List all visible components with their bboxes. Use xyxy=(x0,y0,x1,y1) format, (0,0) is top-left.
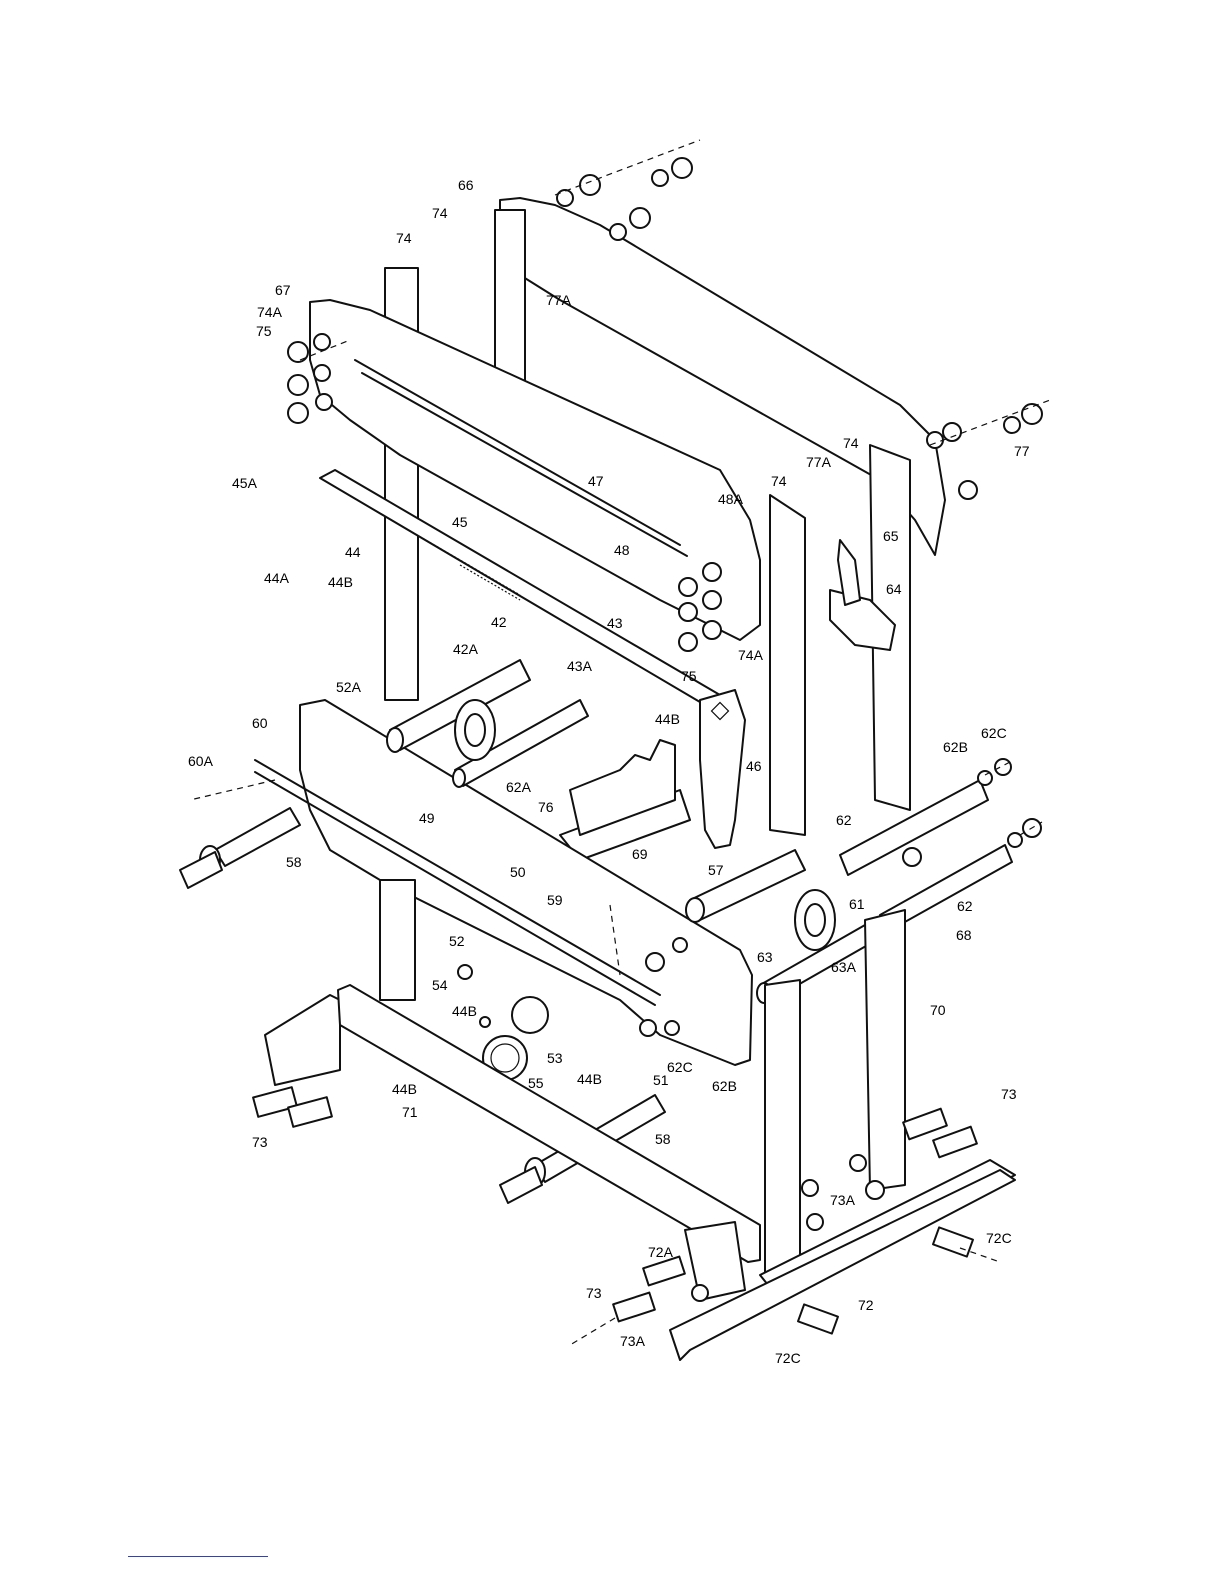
callout-44B-5: 44B xyxy=(392,1081,417,1097)
callout-62A: 62A xyxy=(506,779,532,795)
callout-55: 55 xyxy=(528,1075,544,1091)
callout-59: 59 xyxy=(547,892,563,908)
callout-50: 50 xyxy=(510,864,526,880)
callout-47: 47 xyxy=(588,473,604,489)
callout-66: 66 xyxy=(458,177,474,193)
callout-74b: 74 xyxy=(396,230,412,246)
callout-67: 67 xyxy=(275,282,291,298)
callout-52: 52 xyxy=(449,933,465,949)
callout-74a: 74 xyxy=(432,205,448,221)
callout-53: 53 xyxy=(547,1050,563,1066)
callout-72C-1: 72C xyxy=(986,1230,1012,1246)
callout-75-2: 75 xyxy=(681,668,697,684)
callout-69: 69 xyxy=(632,846,648,862)
callout-62-2: 62 xyxy=(957,898,973,914)
bottom-rail-72 xyxy=(670,1160,1015,1360)
callout-61: 61 xyxy=(849,896,865,912)
lever-46 xyxy=(700,690,745,848)
callout-68: 68 xyxy=(956,927,972,943)
axle-58-upper xyxy=(180,808,300,888)
callout-45: 45 xyxy=(452,514,468,530)
callout-74A-2: 74A xyxy=(738,647,764,663)
callout-44B-2: 44B xyxy=(655,711,680,727)
callout-73A-1: 73A xyxy=(830,1192,856,1208)
callout-72A: 72A xyxy=(648,1244,674,1260)
callout-71: 71 xyxy=(402,1104,418,1120)
callout-58-1: 58 xyxy=(286,854,302,870)
callout-72: 72 xyxy=(858,1297,874,1313)
callout-64: 64 xyxy=(886,581,902,597)
callout-44B-1: 44B xyxy=(328,574,353,590)
callout-44B-3: 44B xyxy=(452,1003,477,1019)
callout-46: 46 xyxy=(746,758,762,774)
callout-43: 43 xyxy=(607,615,623,631)
callout-65: 65 xyxy=(883,528,899,544)
footer-rule xyxy=(128,1556,268,1557)
callout-73-2: 73 xyxy=(1001,1086,1017,1102)
callout-74d: 74 xyxy=(771,473,787,489)
callout-74c: 74 xyxy=(843,435,859,451)
callout-48: 48 xyxy=(614,542,630,558)
callout-49: 49 xyxy=(419,810,435,826)
callout-44A: 44A xyxy=(264,570,290,586)
callout-77: 77 xyxy=(1014,443,1030,459)
callout-60A: 60A xyxy=(188,753,214,769)
callout-42: 42 xyxy=(491,614,507,630)
callout-44: 44 xyxy=(345,544,361,560)
callout-72C-2: 72C xyxy=(775,1350,801,1366)
callout-62B-1: 62B xyxy=(943,739,968,755)
callout-77A-1: 77A xyxy=(546,292,572,308)
callout-74A-1: 74A xyxy=(257,304,283,320)
callout-63A: 63A xyxy=(831,959,857,975)
callout-52A: 52A xyxy=(336,679,362,695)
callout-62C-2: 62C xyxy=(667,1059,693,1075)
callout-45A: 45A xyxy=(232,475,258,491)
callout-42A: 42A xyxy=(453,641,479,657)
callout-62-1: 62 xyxy=(836,812,852,828)
callout-44B-4: 44B xyxy=(577,1071,602,1087)
callout-60: 60 xyxy=(252,715,268,731)
callout-76: 76 xyxy=(538,799,554,815)
callout-62C-1: 62C xyxy=(981,725,1007,741)
callout-48A: 48A xyxy=(718,491,744,507)
callout-73-1: 73 xyxy=(252,1134,268,1150)
callout-73-3: 73 xyxy=(586,1285,602,1301)
callout-62B-2: 62B xyxy=(712,1078,737,1094)
callout-54: 54 xyxy=(432,977,448,993)
block-76 xyxy=(560,740,690,860)
callout-77A-2: 77A xyxy=(806,454,832,470)
callout-43A: 43A xyxy=(567,658,593,674)
callout-70: 70 xyxy=(930,1002,946,1018)
callout-57: 57 xyxy=(708,862,724,878)
callout-63: 63 xyxy=(757,949,773,965)
callout-51: 51 xyxy=(653,1072,669,1088)
callout-75-1: 75 xyxy=(256,323,272,339)
callout-73A-2: 73A xyxy=(620,1333,646,1349)
callout-58-2: 58 xyxy=(655,1131,671,1147)
